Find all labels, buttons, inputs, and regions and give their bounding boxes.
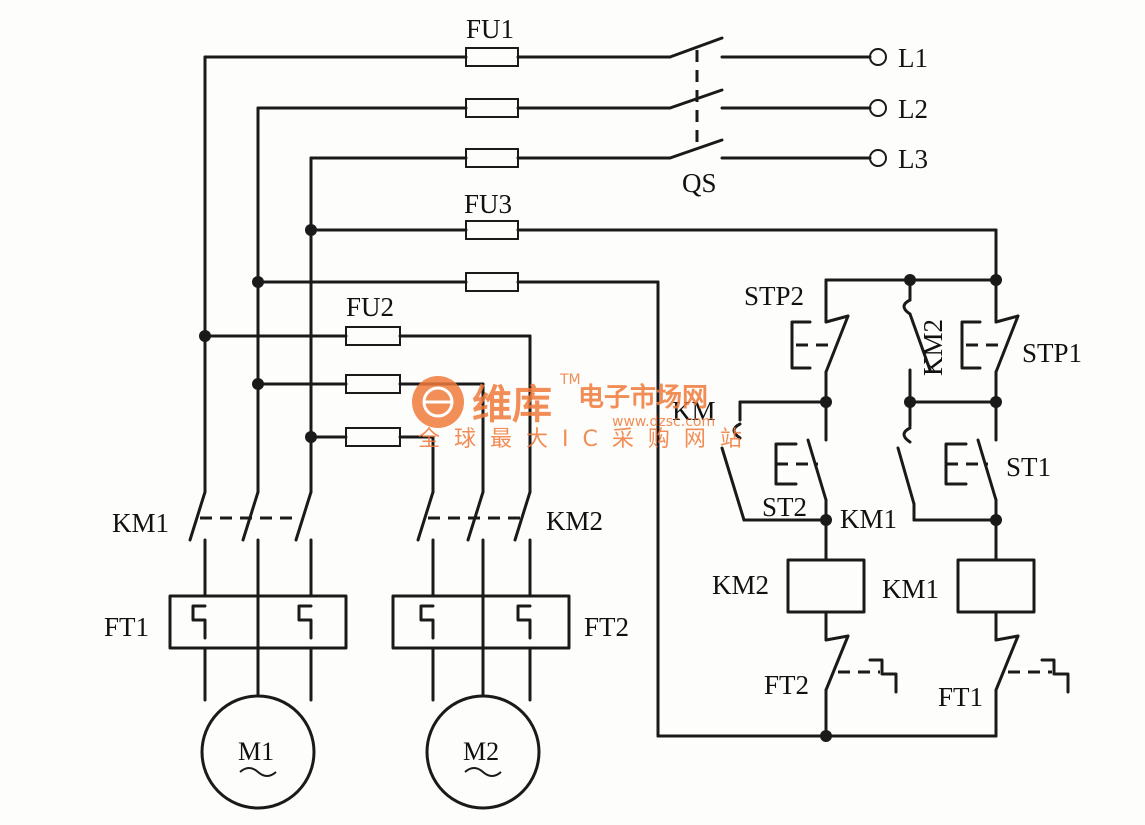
watermark-tm: TM bbox=[559, 372, 581, 388]
l1-label: L1 bbox=[898, 43, 928, 73]
fu2-fuse-b bbox=[345, 374, 401, 394]
ft2-contact-label: FT2 bbox=[764, 670, 809, 700]
main-feeders bbox=[203, 47, 672, 494]
km2-coil bbox=[786, 558, 866, 614]
motor-m1 bbox=[200, 694, 316, 810]
qs-switch bbox=[668, 36, 724, 160]
fu2-label: FU2 bbox=[346, 292, 394, 322]
fu2-fuse-a bbox=[345, 326, 401, 346]
fu1-fuse-b bbox=[465, 98, 519, 118]
km1-main-contacts bbox=[188, 490, 313, 598]
watermark-url: www.dzsc.com bbox=[612, 414, 715, 430]
fu3-label: FU3 bbox=[464, 189, 512, 219]
fu2-fuse-c bbox=[345, 427, 401, 447]
qs-label: QS bbox=[682, 168, 717, 198]
stp1-label: STP1 bbox=[1022, 338, 1082, 368]
st2-label: ST2 bbox=[762, 492, 807, 522]
ft2-thermal-relay bbox=[391, 594, 571, 702]
km-aux-label: KM bbox=[672, 396, 716, 426]
ft1-main-label: FT1 bbox=[104, 612, 149, 642]
fu3-fuse-b bbox=[465, 272, 519, 292]
control-circuit bbox=[720, 274, 1070, 742]
fu1-fuse-a bbox=[465, 47, 519, 67]
m2-label: M2 bbox=[463, 737, 499, 766]
fu3-fuse-a bbox=[465, 220, 519, 240]
watermark: 维库 电子市场网 TM www.dzsc.com 全球最大IC采购网站 bbox=[412, 372, 756, 452]
l3-label: L3 bbox=[898, 144, 928, 174]
watermark-brand: 维库 bbox=[472, 382, 552, 428]
st1-label: ST1 bbox=[1006, 452, 1051, 482]
supply-terminals bbox=[720, 48, 887, 167]
km1-main-label: KM1 bbox=[112, 508, 169, 538]
ft1-contact-label: FT1 bbox=[938, 682, 983, 712]
m1-label: M1 bbox=[238, 737, 274, 766]
labels: FU1 FU3 FU2 QS L1 L2 L3 KM1 KM2 FT1 FT2 … bbox=[104, 14, 1082, 766]
ft2-main-label: FT2 bbox=[584, 612, 629, 642]
km2-main-contacts bbox=[416, 490, 532, 598]
control-feeders bbox=[252, 220, 998, 738]
fu1-fuse-c bbox=[465, 148, 519, 168]
motor-m2 bbox=[425, 694, 541, 810]
stp2-label: STP2 bbox=[744, 281, 804, 311]
km1-aux-label: KM1 bbox=[840, 504, 897, 534]
km2-main-label: KM2 bbox=[546, 506, 603, 536]
watermark-slogan: 全球最大IC采购网站 bbox=[418, 427, 756, 452]
km2-coil-label: KM2 bbox=[712, 570, 769, 600]
ft1-thermal-relay bbox=[168, 594, 348, 702]
fu1-label: FU1 bbox=[466, 14, 514, 44]
km2-aux-label: KM2 bbox=[918, 319, 948, 376]
watermark-site: 电子市场网 bbox=[578, 382, 708, 413]
km1-coil-label: KM1 bbox=[882, 574, 939, 604]
l2-label: L2 bbox=[898, 94, 928, 124]
km1-coil bbox=[956, 558, 1036, 614]
